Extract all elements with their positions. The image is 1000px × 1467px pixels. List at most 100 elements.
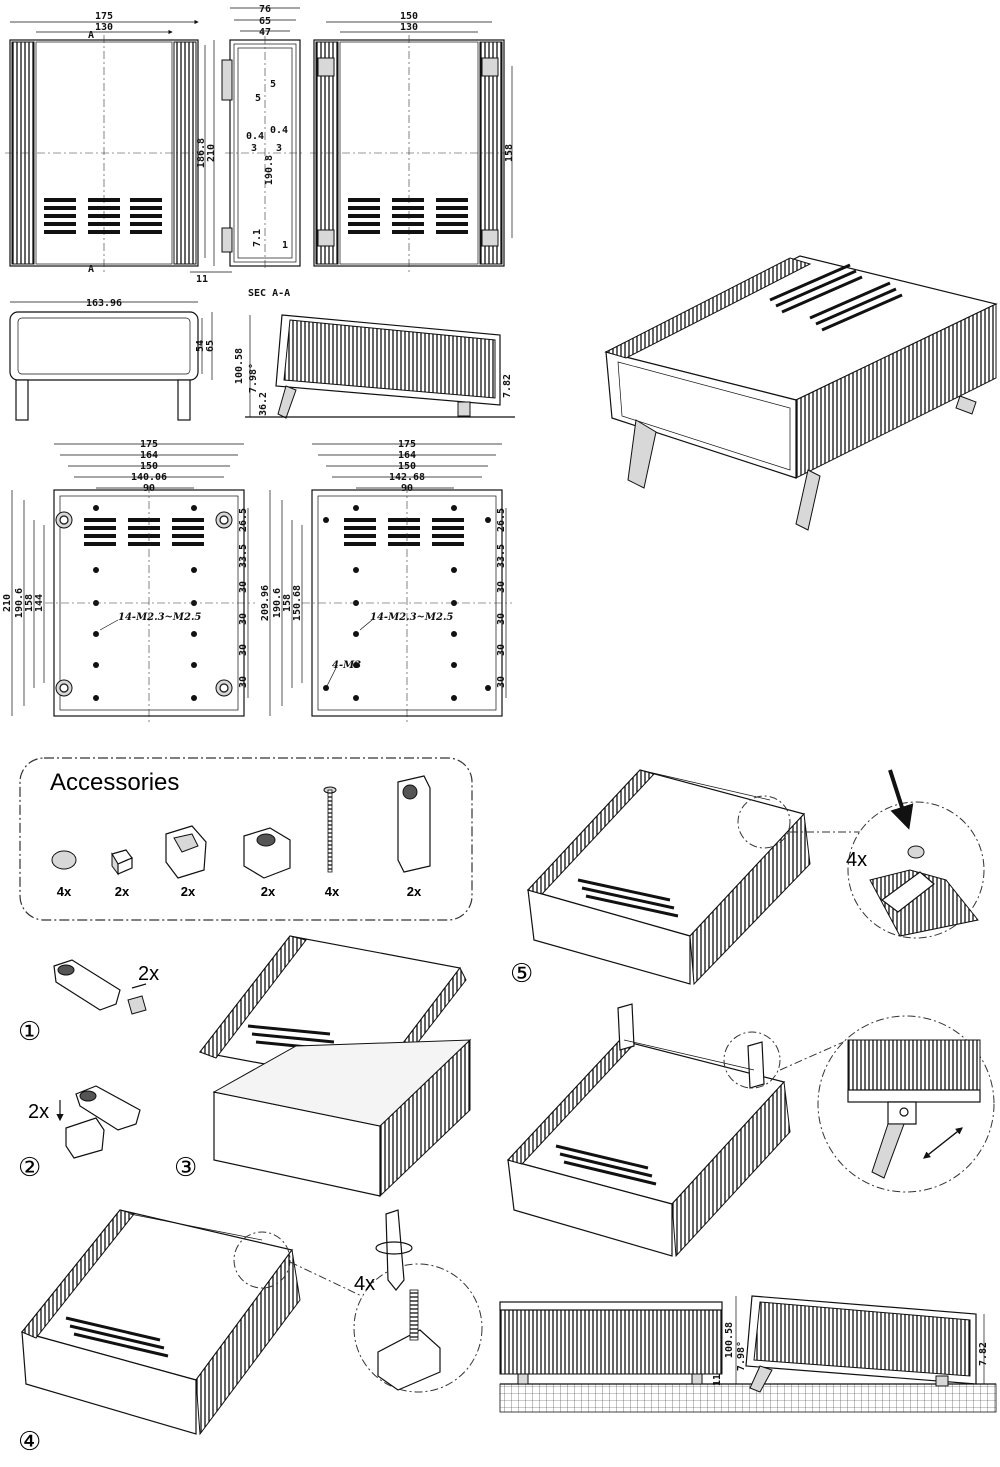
note-bl-holes: 14-M2.3~M2.5 xyxy=(118,612,201,623)
dim-bl-pitch-4: 30 xyxy=(238,644,249,656)
dim-br-h4: 150.68 xyxy=(292,585,303,621)
hinge-bracket-icon xyxy=(165,825,207,879)
step-1-mult: 2x xyxy=(138,963,159,985)
vent-slots-step5 xyxy=(577,878,679,918)
dim-section-d-inner: 47 xyxy=(259,27,271,38)
dim-final-right: 7.82 xyxy=(978,1342,989,1366)
dim-br-h2: 190.6 xyxy=(272,588,283,618)
dim-br-pitch-5: 30 xyxy=(496,676,507,688)
dim-br-pitch-2: 30 xyxy=(496,581,507,593)
dim-front-h-outer: 210 xyxy=(206,144,217,162)
dim-section-wall-left: 5 xyxy=(255,93,261,104)
dim-br-pitch-4: 30 xyxy=(496,644,507,656)
step-2-number: ② xyxy=(18,1153,41,1183)
dim-br-w4: 142.68 xyxy=(389,472,425,483)
dim-section-d-outer: 76 xyxy=(259,4,271,15)
dim-final-angle: 7.98° xyxy=(736,1341,747,1371)
small-block-icon xyxy=(111,849,133,876)
vent-slots-step4 xyxy=(65,1316,169,1358)
dim-br-pitch-1: 33.5 xyxy=(496,544,507,568)
accessory-qty-2: 2x xyxy=(115,884,130,899)
step-4: 4x ④ xyxy=(18,1209,483,1457)
dim-section-c-left: 3 xyxy=(251,143,257,154)
accessory-qty-1: 4x xyxy=(57,884,72,899)
step-3-number: ③ xyxy=(174,1153,197,1183)
dim-front-small-width: 163.96 xyxy=(86,298,122,309)
dim-section-foot: 7.1 xyxy=(252,229,263,247)
dim-section-clearance: 1 xyxy=(282,240,288,251)
step-1: 2x ① xyxy=(18,959,159,1047)
dim-br-w1: 175 xyxy=(398,439,416,450)
hinge-cap-icon xyxy=(243,827,291,879)
dim-bl-pitch-2: 30 xyxy=(238,581,249,593)
accessory-qty-3: 2x xyxy=(181,884,196,899)
step-2: 2x ② xyxy=(18,1085,141,1183)
dim-front-h-inner: 186.8 xyxy=(196,138,207,168)
dim-bl-pitch-3: 30 xyxy=(238,613,249,625)
dim-br-w5: 90 xyxy=(401,483,413,494)
dim-section-wall-right: 5 xyxy=(270,79,276,90)
section-caption: SEC A-A xyxy=(248,288,290,299)
dim-br-pitch-0: 26.5 xyxy=(496,508,507,532)
enclosure-isometric xyxy=(604,255,998,531)
step-5: 4x ⑤ xyxy=(510,769,985,989)
vent-slots-iso xyxy=(769,263,903,332)
step-5-mult: 4x xyxy=(846,849,867,871)
note-br-screws: 4-M3 xyxy=(332,660,361,671)
dim-bl-w1: 175 xyxy=(140,439,158,450)
dim-section-gap-left: 0.4 xyxy=(246,131,264,142)
dim-front-small-h-inner: 54 xyxy=(195,340,206,352)
final-side-comparison: 100.58 7.98° 11 7.82 xyxy=(499,1295,997,1413)
dim-bl-h1: 210 xyxy=(2,594,13,612)
step-4-number: ④ xyxy=(18,1427,41,1457)
step-6 xyxy=(506,1003,995,1258)
dim-side-height: 100.58 xyxy=(234,348,245,384)
vent-slots xyxy=(44,198,162,234)
vent-slots-back xyxy=(348,198,468,234)
dim-br-h3: 158 xyxy=(282,594,293,612)
step-1-number: ① xyxy=(18,1017,41,1047)
dim-front-base: 11 xyxy=(196,274,208,285)
step-3: ③ xyxy=(174,935,472,1198)
dim-back-h: 158 xyxy=(504,144,515,162)
dim-section-inner-h: 190.8 xyxy=(264,155,275,185)
dim-bl-pitch-1: 33.5 xyxy=(238,544,249,568)
accessory-qty-5: 4x xyxy=(325,884,340,899)
dim-br-w2: 164 xyxy=(398,450,416,461)
dim-section-c-right: 3 xyxy=(276,143,282,154)
dim-bl-pitch-5: 30 xyxy=(238,676,249,688)
dim-section-gap-right: 0.4 xyxy=(270,125,288,136)
bottom-view-left: 175 164 150 140.06 90 210 190.6 158 144 … xyxy=(2,439,255,722)
dim-section-d-mid: 65 xyxy=(259,16,271,27)
dim-bl-h3: 158 xyxy=(24,594,35,612)
section-view: 76 65 47 5 5 0.4 0.4 3 3 190.8 7.1 1 SEC… xyxy=(221,4,305,299)
dim-back-w-outer: 150 xyxy=(400,11,418,22)
tilt-leg-icon xyxy=(397,775,431,873)
dim-br-w3: 150 xyxy=(398,461,416,472)
accessory-qty-6: 2x xyxy=(407,884,422,899)
dim-bl-w2: 164 xyxy=(140,450,158,461)
dim-bl-w4: 140.06 xyxy=(131,472,167,483)
back-view: 150 130 158 xyxy=(310,11,515,272)
dim-final-height: 100.58 xyxy=(724,1322,735,1358)
dim-front-small-h-outer: 65 xyxy=(205,340,216,352)
dim-bl-w5: 90 xyxy=(143,483,155,494)
vent-slots-step6 xyxy=(555,1144,657,1186)
front-small-view: 163.96 54 65 xyxy=(9,298,216,421)
dim-side-angle: 7.98° xyxy=(248,363,259,393)
screw-icon xyxy=(323,786,337,873)
accessories-title: Accessories xyxy=(50,769,179,796)
section-mark-top: A xyxy=(88,30,94,41)
bottom-view-right: 175 164 150 142.68 90 209.96 190.6 158 1… xyxy=(260,439,512,722)
step-4-mult: 4x xyxy=(354,1273,375,1295)
dim-back-w-inner: 130 xyxy=(400,22,418,33)
dim-bl-pitch-0: 26.5 xyxy=(238,508,249,532)
vent-slots-bottom-left xyxy=(84,518,204,546)
dim-bl-w3: 150 xyxy=(140,461,158,472)
vent-slots-bottom-right xyxy=(344,518,464,546)
rubber-foot-icon xyxy=(51,850,77,870)
note-br-holes: 14-M2.3~M2.5 xyxy=(370,612,453,623)
dim-side-right: 7.82 xyxy=(502,374,513,398)
dim-bl-h2: 190.6 xyxy=(14,588,25,618)
